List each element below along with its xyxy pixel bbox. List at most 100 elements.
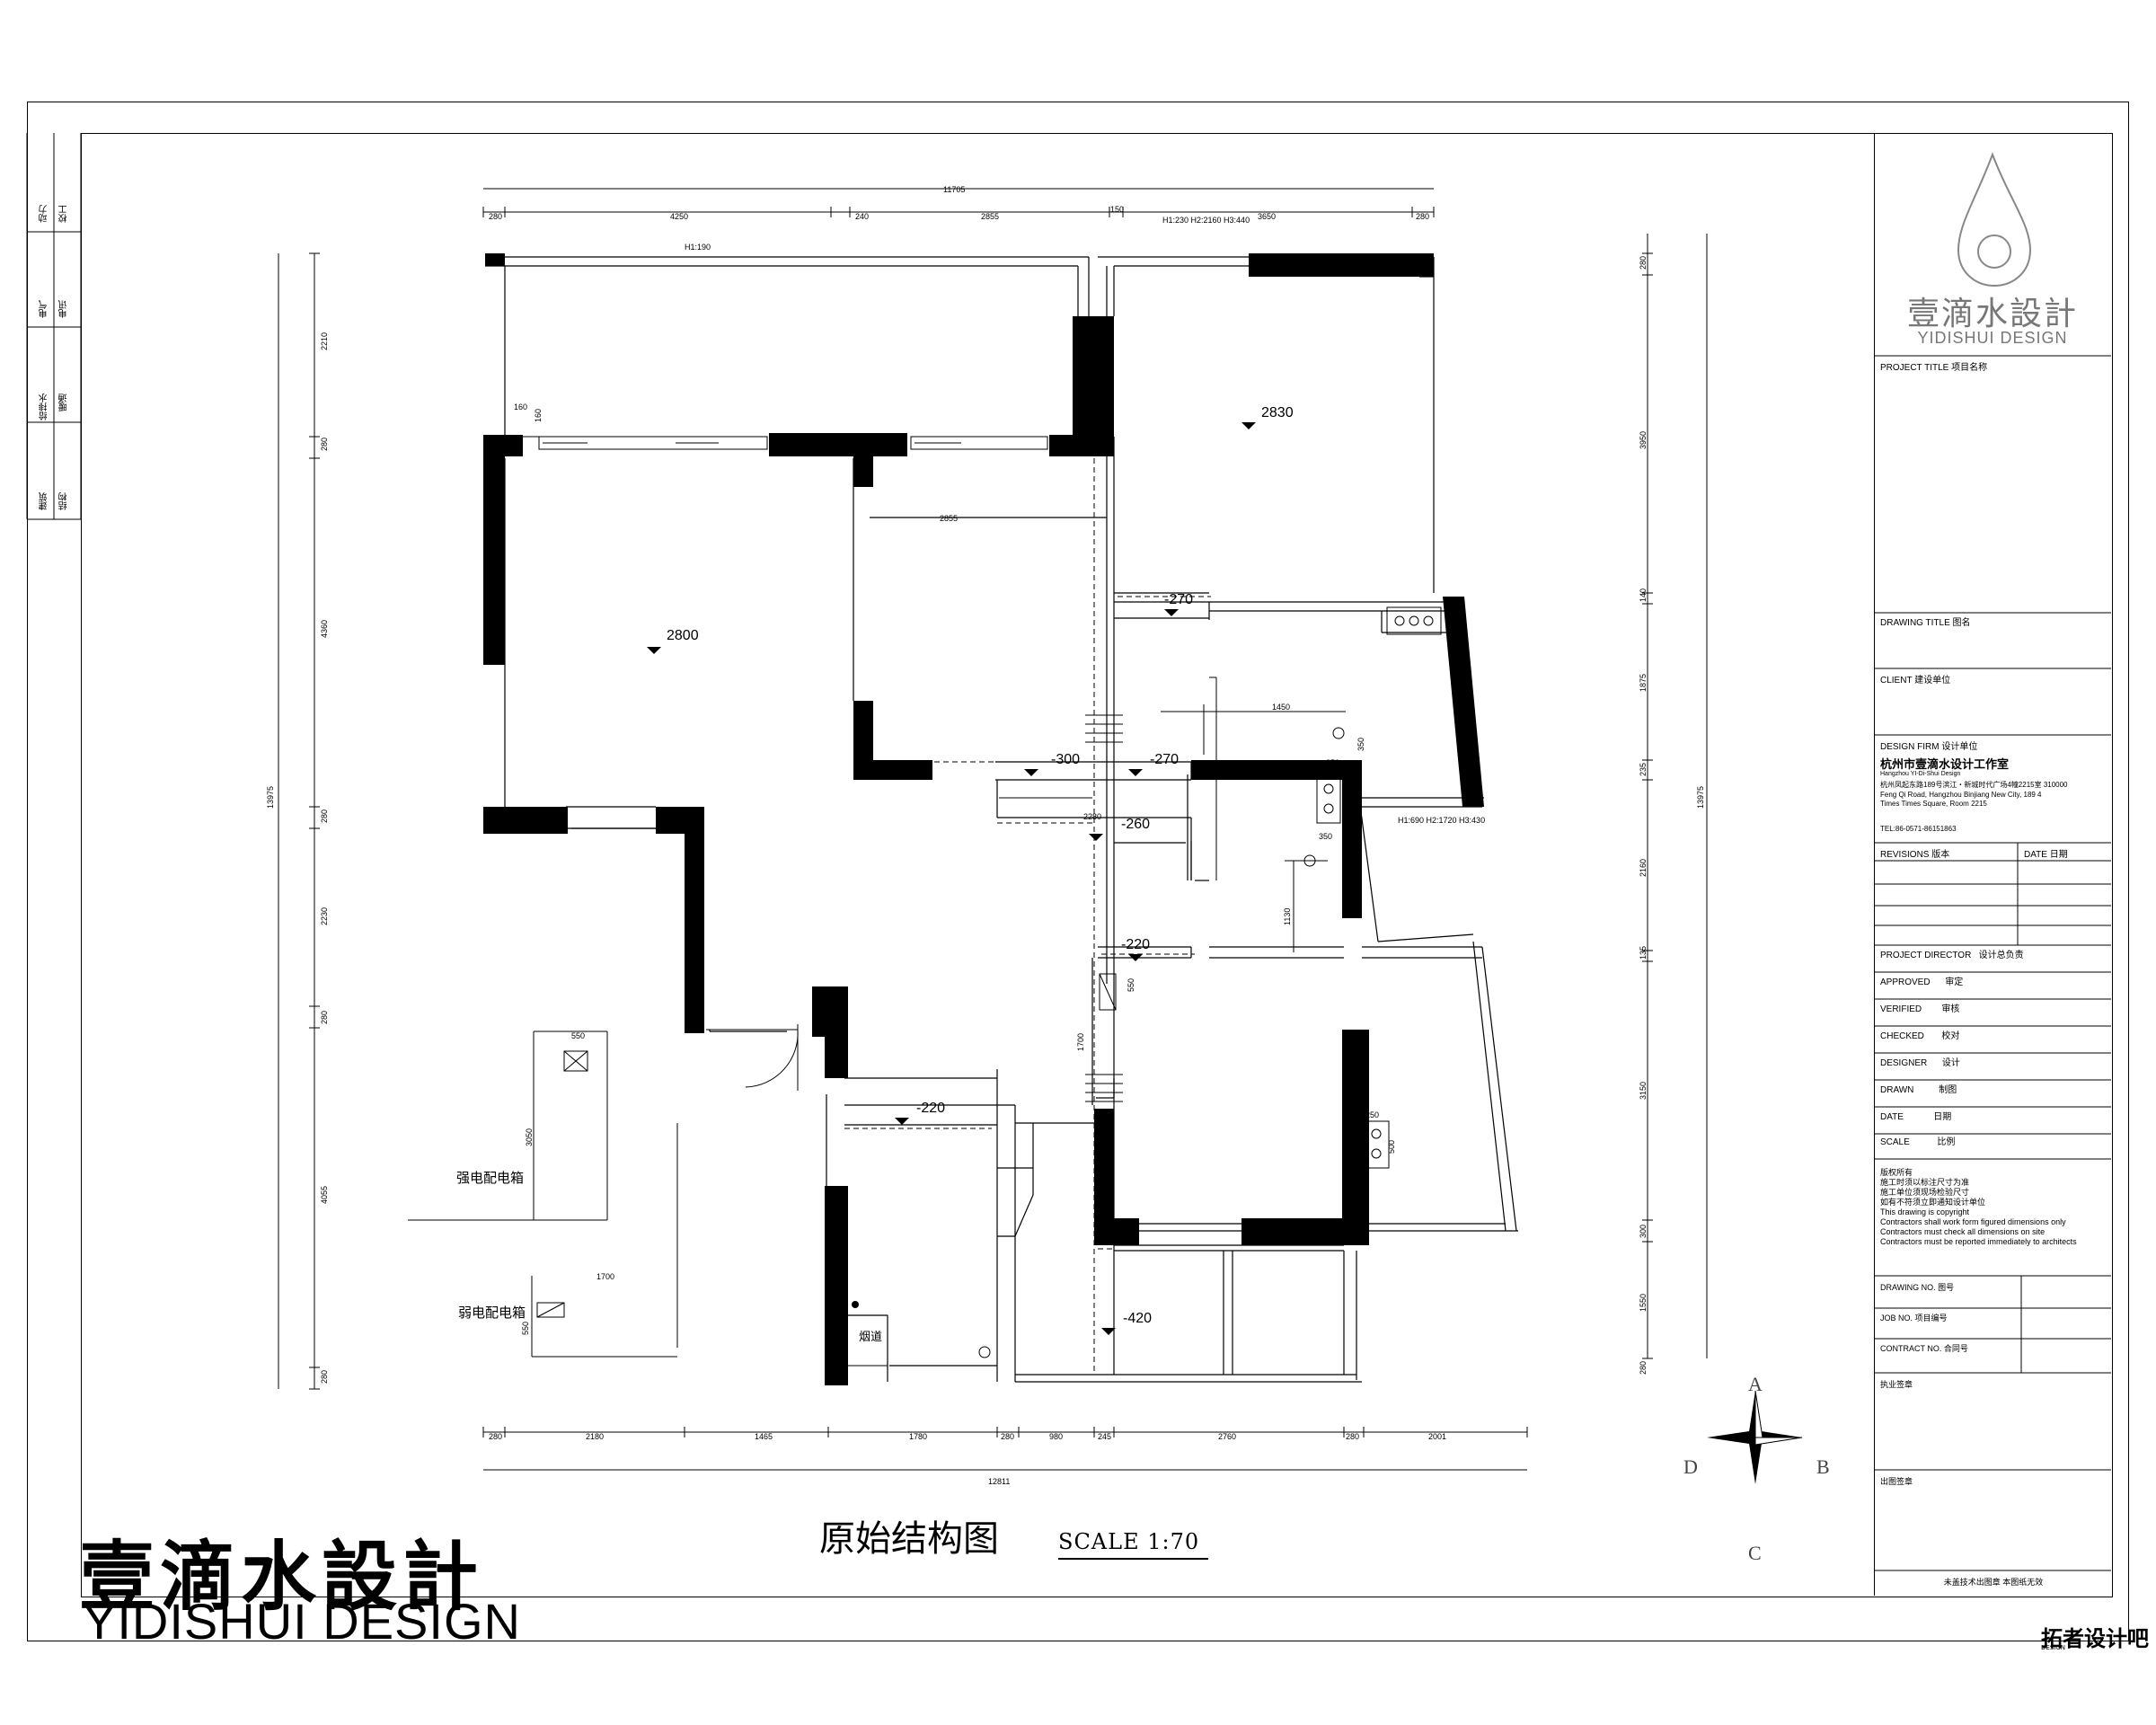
dim-inner: 250 (1365, 1110, 1379, 1119)
dim-top: 4250 (670, 212, 688, 221)
dim-inner: 350 (1356, 738, 1365, 751)
watermark-logo: 拓者设计吧 (2041, 1626, 2149, 1651)
dim-right: 1875 (1639, 674, 1648, 692)
elev-m220b: -220 (916, 1101, 945, 1116)
logo-en: YIDISHUI DESIGN (1917, 329, 2068, 347)
weak-panel-label: 弱电配电箱 (458, 1305, 526, 1321)
dim-top: 280 (489, 212, 502, 221)
dim-bottom: 2180 (586, 1432, 604, 1441)
flue-label: 烟道 (859, 1331, 882, 1344)
dim-left: 2210 (320, 332, 329, 350)
role-row: PROJECT DIRECTOR 设计总负责 (1880, 951, 2024, 960)
dim-bottom-total: 12811 (988, 1477, 1010, 1486)
drawing-no: DRAWING NO. 图号 (1880, 1283, 1955, 1292)
dim-bottom: 1780 (909, 1432, 927, 1441)
dim-bottom: 245 (1098, 1432, 1111, 1441)
firm-name-cn: 杭州市壹滴水设计工作室 (1880, 757, 2010, 771)
dim-top: 150 (1110, 205, 1124, 214)
dim-left: 4360 (320, 620, 329, 638)
dim-bottom: 2760 (1218, 1432, 1236, 1441)
dim-bottom: 280 (1346, 1432, 1359, 1441)
firm-address-en: Feng Qi Road, Hangzhou Binjiang New City… (1880, 791, 2042, 808)
dim-inner: 550 (571, 1031, 585, 1040)
elev-m300: -300 (1051, 752, 1080, 767)
elev-m260: -260 (1121, 817, 1150, 832)
firm-name-en: Hangzhou YI-Di-Shui Design (1880, 771, 1961, 777)
role-row: VERIFIED 审核 (1880, 1004, 1960, 1014)
firm-address-cn: 杭州凤起东路189号滨江・新城时代广场4幢2215室 310000 (1880, 781, 2068, 789)
dim-inner: 550 (1127, 978, 1135, 992)
dim-inner: 350 (1326, 758, 1339, 767)
dim-top: 3650 (1258, 212, 1276, 221)
elev-m420: -420 (1123, 1311, 1152, 1326)
dim-right: 3150 (1639, 1082, 1648, 1100)
dim-inner: 1130 (1283, 908, 1292, 925)
dim-inner: 160 (534, 409, 543, 422)
strong-panel-label: 强电配电箱 (456, 1170, 524, 1186)
title-block: PROJECT TITLE 项目名称 DRAWING TITLE 图名 CLIE… (1874, 133, 2112, 1596)
dim-left: 280 (320, 438, 329, 451)
compass-north: A (1748, 1373, 1763, 1395)
drawing-title: 原始结构图 (819, 1518, 999, 1560)
drawing-title-field: DRAWING TITLE 图名 (1880, 618, 1971, 628)
footer-note: 未盖技术出图章 本图纸无效 (1943, 1578, 2044, 1587)
elev-2800: 2800 (667, 628, 699, 643)
drawing-border (81, 133, 2113, 1597)
dim-bottom: 280 (1001, 1432, 1014, 1441)
dim-bottom: 2001 (1428, 1432, 1446, 1441)
elev-m270a: -270 (1164, 592, 1193, 607)
dim-left: 280 (320, 1370, 329, 1384)
seal-issue: 出图签章 (1880, 1477, 1913, 1486)
project-title: PROJECT TITLE 项目名称 (1880, 363, 1988, 373)
dim-top: 2855 (981, 212, 999, 221)
copyright-notes: 版权所有 施工时须以标注尺寸为准 施工单位须现场检验尺寸 如有不符须立即通知设计… (1880, 1168, 2077, 1246)
dim-top: 240 (855, 212, 869, 221)
dim-bottom: 280 (489, 1432, 502, 1441)
outer-frame (27, 102, 2129, 1641)
date-header: DATE 日期 (2024, 850, 2068, 860)
compass-south: C (1748, 1542, 1762, 1564)
role-row: CHECKED 校对 (1880, 1031, 1960, 1041)
role-row: APPROVED 审定 (1880, 978, 1964, 987)
dim-top-total: 11705 (943, 185, 965, 194)
dim-bottom: 1465 (755, 1432, 773, 1441)
heights-mid: H1:690 H2:1720 H3:430 (1398, 816, 1485, 825)
firm-tel: TEL:86-0571-86151863 (1880, 825, 1957, 833)
compass-west: D (1683, 1455, 1698, 1478)
role-row: DESIGNER 设计 (1880, 1058, 1960, 1068)
dim-left-total: 13975 (266, 786, 275, 809)
dim-inner: 3050 (525, 1128, 534, 1146)
elev-2830: 2830 (1261, 405, 1294, 420)
dim-inner: 2280 (1083, 812, 1101, 821)
role-row: DRAWN 制图 (1880, 1085, 1957, 1095)
dim-inner: 1450 (1272, 703, 1290, 712)
dim-right: 300 (1639, 1225, 1648, 1238)
dim-right: 280 (1639, 1361, 1648, 1375)
title-logo: 壹滴水設計 YIDISHUI DESIGN (1878, 144, 2107, 350)
brand-logo-cn: 壹滴水設計 (79, 1533, 484, 1621)
dimension-labels: 11705 280 4250 240 2855 150 3650 280 128… (266, 185, 1705, 1486)
dim-right: 235 (1639, 763, 1648, 776)
dim-left: 4055 (320, 1186, 329, 1204)
dim-right: 140 (1639, 588, 1648, 602)
dim-right: 2160 (1639, 859, 1648, 877)
dim-left: 280 (320, 1011, 329, 1024)
dim-inner: 1700 (596, 1272, 614, 1281)
contract-no: CONTRACT NO. 合同号 (1880, 1344, 1968, 1353)
dim-inner: 160 (514, 402, 527, 411)
drop-logo (1957, 152, 2032, 288)
job-no: JOB NO. 项目编号 (1880, 1314, 1948, 1322)
dim-left: 280 (320, 809, 329, 823)
design-firm-field: DESIGN FIRM 设计单位 (1880, 742, 1978, 752)
elev-m270b: -270 (1150, 752, 1179, 767)
dim-bottom: 980 (1049, 1432, 1063, 1441)
compass-east: B (1816, 1455, 1830, 1478)
dim-left: 2230 (320, 907, 329, 925)
dim-right: 135 (1639, 946, 1648, 960)
compass-rose (1707, 1390, 1803, 1484)
scale-label: SCALE 1:70 (1058, 1529, 1209, 1560)
role-row: SCALE 比例 (1880, 1137, 1956, 1147)
dim-inner: 550 (521, 1322, 530, 1335)
dim-inner: 500 (1387, 1140, 1396, 1154)
